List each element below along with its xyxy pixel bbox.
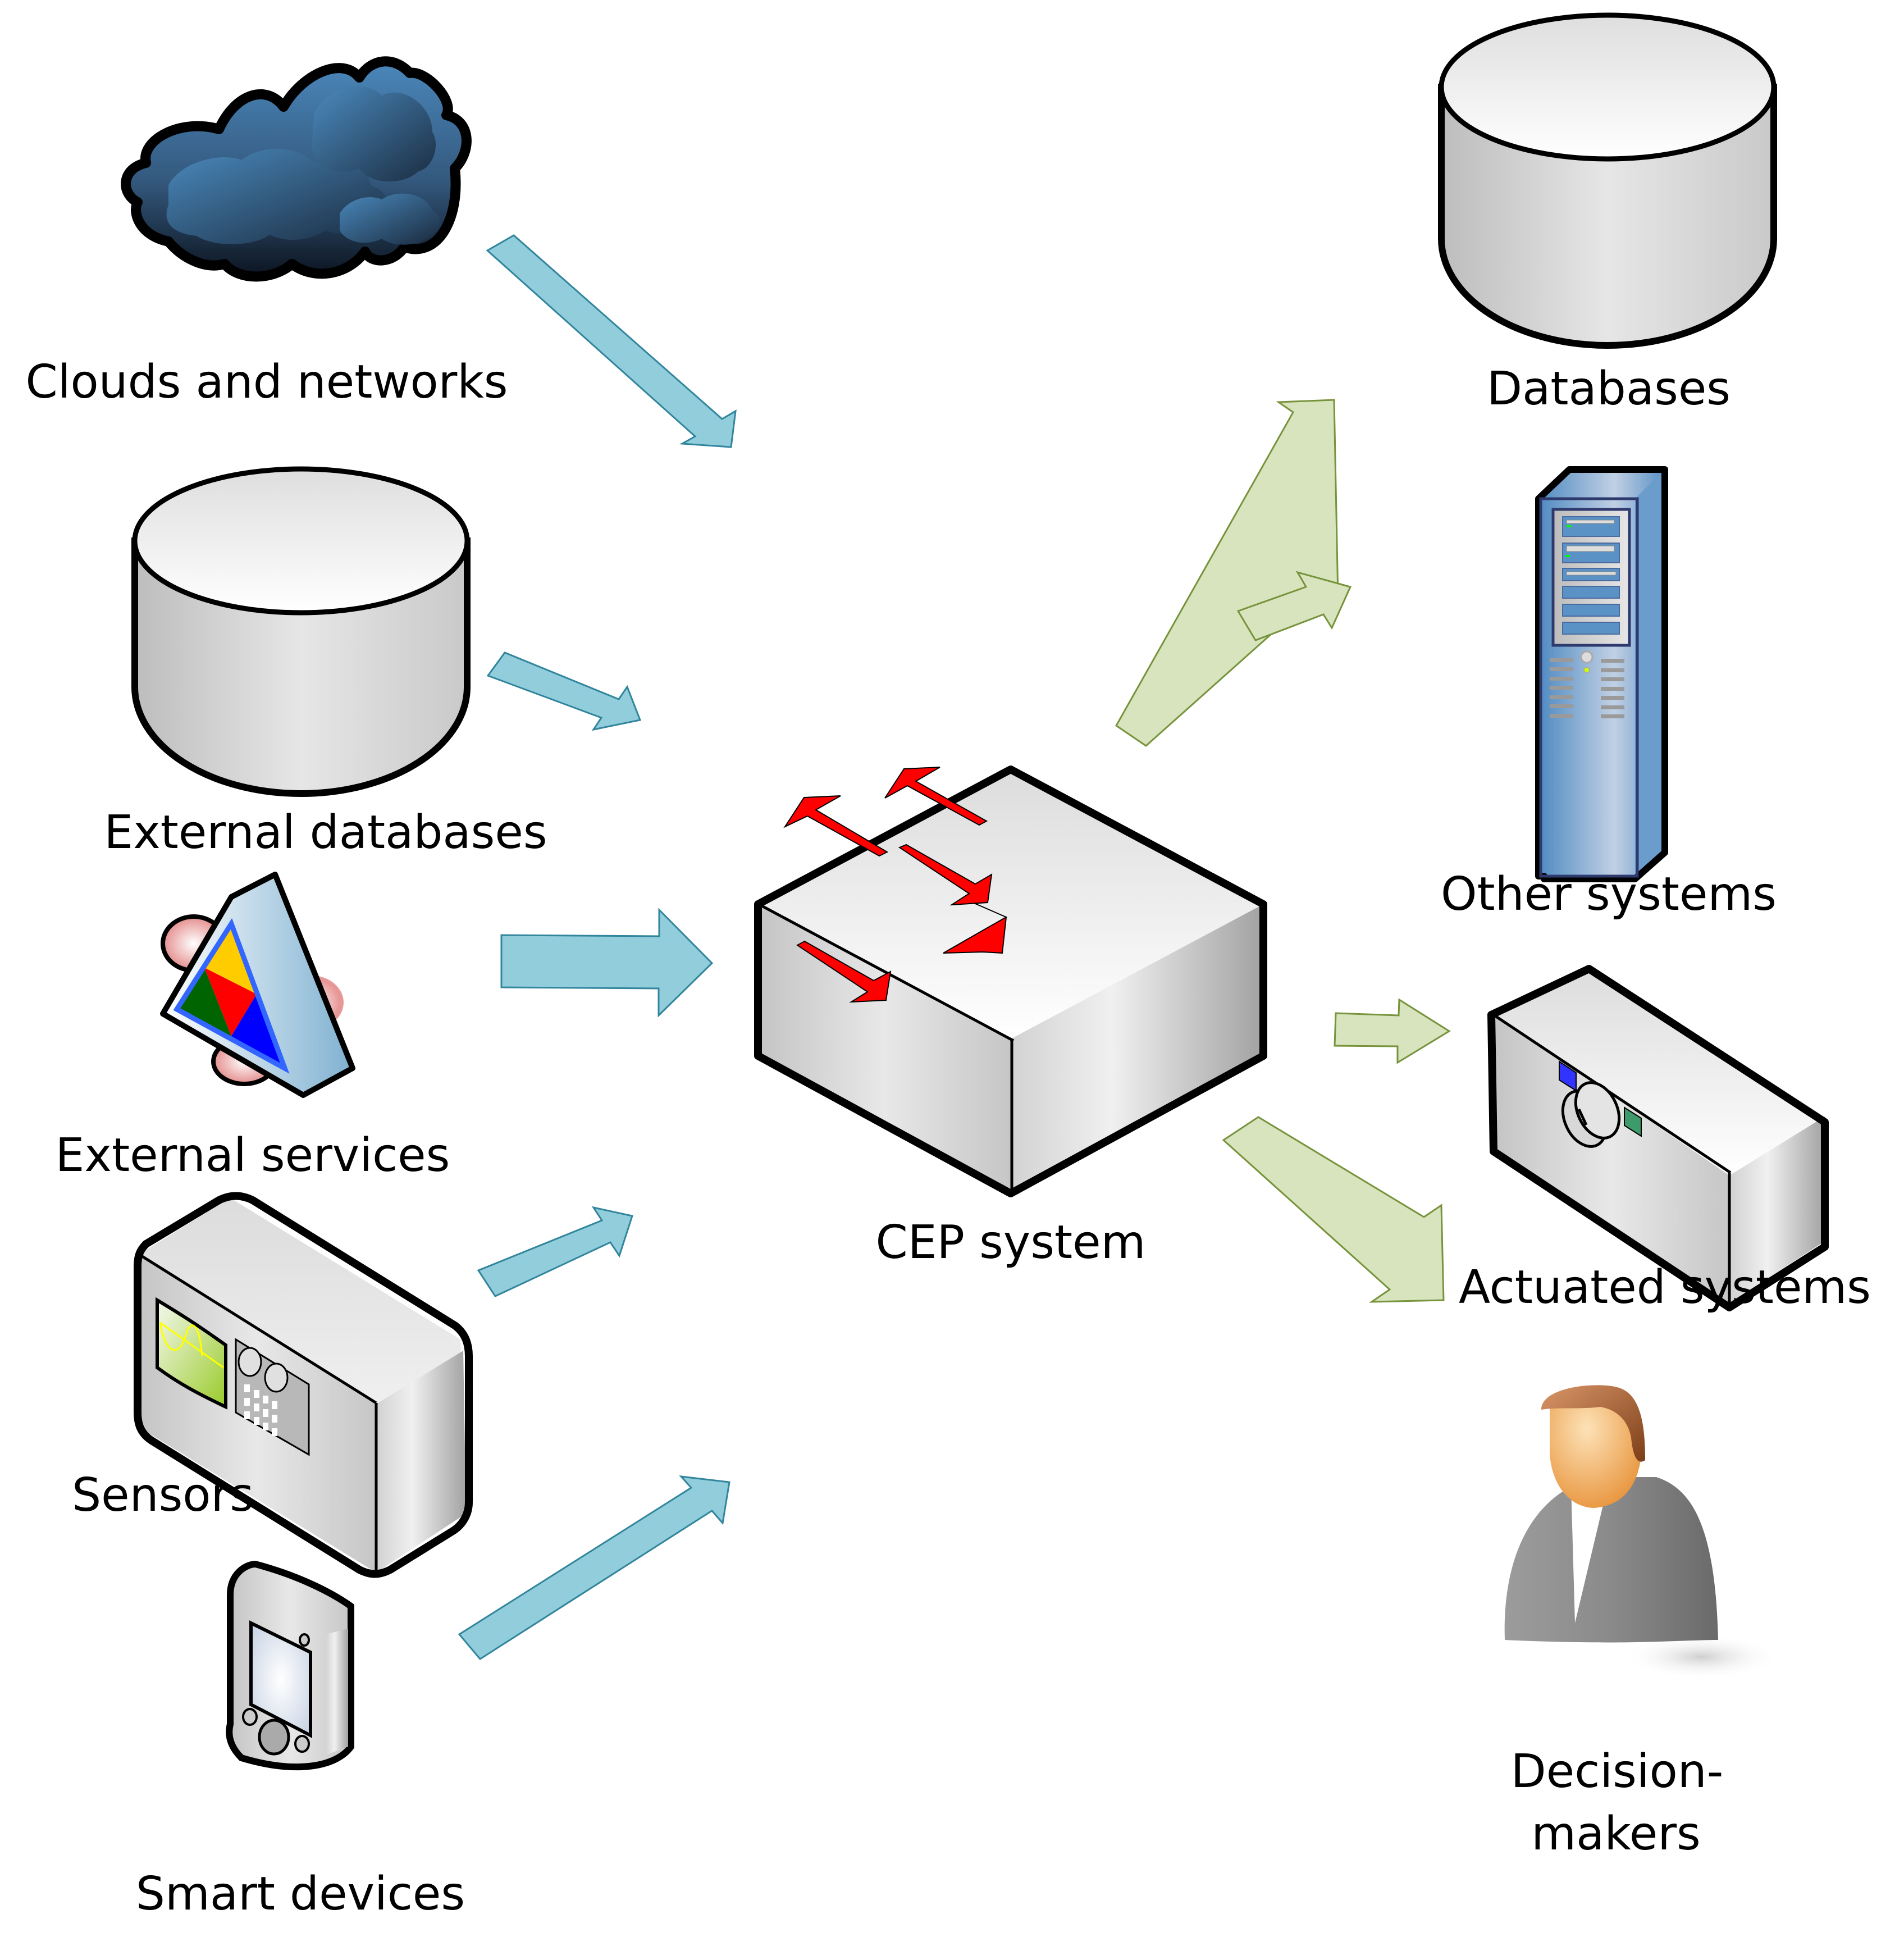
- label-clouds-and-networks: Clouds and networks: [25, 356, 508, 409]
- pda-icon: [226, 1560, 354, 1770]
- input-arrows: [458, 234, 737, 1660]
- database-icon: [131, 466, 471, 797]
- sensor-device-icon: [134, 1192, 473, 1578]
- server-tower-icon: [1535, 466, 1668, 882]
- flow-arrow-to-actuated-systems: [1334, 998, 1451, 1064]
- output-arrows: [1115, 399, 1451, 1303]
- flow-arrow-clouds: [486, 234, 737, 448]
- label-actuated-systems: Actuated systems: [1459, 1261, 1871, 1314]
- label-decision-makers-line2: makers: [1531, 1807, 1701, 1861]
- label-sensors: Sensors: [72, 1469, 254, 1522]
- label-cep-system: CEP system: [875, 1216, 1145, 1269]
- service-component-icon: [160, 872, 355, 1098]
- flow-arrow-to-decision-makers: [1222, 1116, 1445, 1303]
- person-icon: [1504, 1385, 1780, 1679]
- flow-arrow-external-databases: [486, 651, 642, 731]
- label-external-services: External services: [56, 1129, 450, 1182]
- label-external-databases: External databases: [104, 806, 547, 859]
- flow-arrow-sensors: [477, 1206, 633, 1297]
- label-other-systems: Other systems: [1441, 868, 1777, 921]
- flow-arrow-smart-devices: [458, 1475, 730, 1660]
- switch-icon: [754, 765, 1267, 1197]
- label-decision-makers-line1: Decision-: [1511, 1745, 1724, 1798]
- cloud-icon: [121, 56, 472, 282]
- cep-red-arrows: [783, 767, 1008, 1003]
- label-databases: Databases: [1487, 362, 1731, 416]
- actuator-box-icon: [1487, 965, 1829, 1311]
- flow-arrow-to-other-systems: [1236, 571, 1352, 641]
- flow-arrow-to-databases: [1115, 399, 1339, 747]
- database-icon: [1438, 12, 1777, 349]
- label-smart-devices: Smart devices: [136, 1867, 465, 1921]
- flow-arrow-external-services: [500, 908, 714, 1018]
